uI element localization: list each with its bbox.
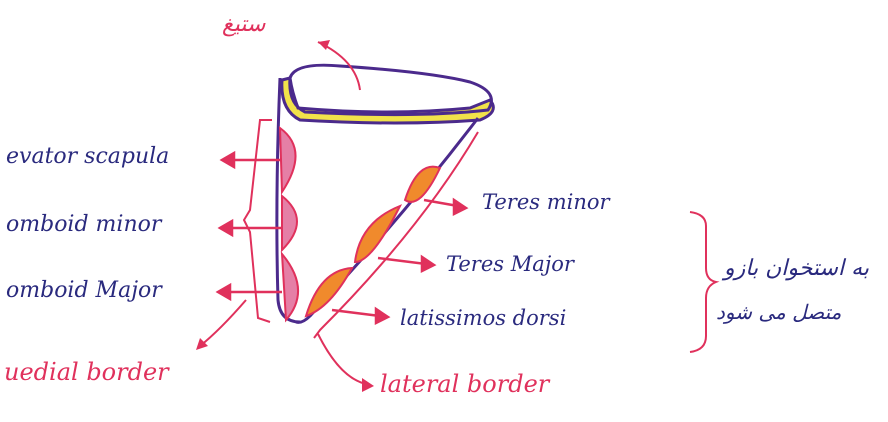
lateral-border-arrow <box>318 334 366 384</box>
acromion-outline <box>290 65 492 114</box>
arrowhead-teres-major <box>422 257 434 271</box>
arrowhead-levator <box>222 153 234 167</box>
right-brace <box>690 212 716 352</box>
note-line-2: متصل می شود <box>716 302 841 322</box>
arrowhead-latissimus <box>376 309 388 323</box>
latissimus-dorsi-muscle <box>306 268 352 316</box>
teres-major-muscle <box>355 206 400 262</box>
label-levator-scapula: evator scapula <box>6 146 169 168</box>
levator-scapulae-muscle <box>280 128 296 192</box>
medial-border-arrow <box>200 300 246 346</box>
label-rhomboid-minor: omboid minor <box>6 214 161 236</box>
arrowhead-teres-minor <box>454 200 466 214</box>
label-teres-major: Teres Major <box>446 254 574 275</box>
label-rhomboid-major: omboid Major <box>6 280 162 302</box>
scapular-spine <box>282 78 494 123</box>
arrowhead-rhomboid-minor <box>220 221 232 235</box>
spine-label: ستیغ <box>222 14 265 36</box>
lateral-border-arrowhead <box>362 378 374 392</box>
arrow-latissimus <box>332 310 380 316</box>
label-lateral-border: lateral border <box>380 372 549 396</box>
rhomboid-minor-muscle <box>282 196 297 250</box>
note-line-1: به استخوان بازو <box>724 258 869 280</box>
rhomboid-major-muscle <box>282 254 298 320</box>
label-teres-minor: Teres minor <box>482 192 610 213</box>
label-latissimus-dorsi: latissimos dorsi <box>400 308 566 329</box>
label-medial-border: uedial border <box>4 360 169 384</box>
arrowhead-rhomboid-major <box>218 285 230 299</box>
